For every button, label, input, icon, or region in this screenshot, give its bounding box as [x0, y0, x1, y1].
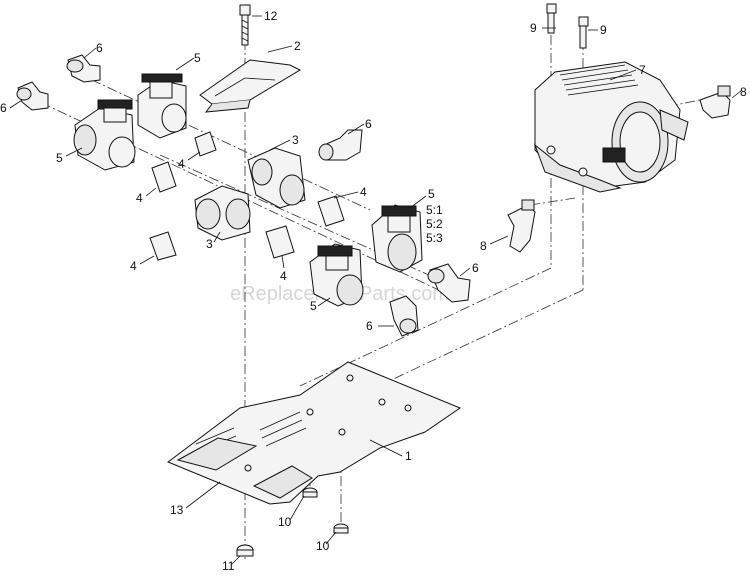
callout-3-upper: 3	[292, 133, 299, 147]
callout-9-right: 9	[600, 23, 607, 37]
callout-11: 11	[222, 559, 235, 573]
callout-labels: 12 2 9 9 7 8 6 5 6 5 3 6 4 4 4 5 5:1 5:2…	[0, 9, 747, 573]
bolt-9-left	[546, 3, 557, 34]
nut-11	[236, 544, 254, 557]
ball-valve-5-upper	[137, 73, 187, 139]
pump-7	[533, 61, 689, 193]
callout-12: 12	[264, 9, 278, 23]
nipple-4-b	[151, 161, 177, 193]
callout-4-b: 4	[136, 191, 143, 205]
callout-5-left: 5	[56, 151, 63, 165]
elbow-fitting-6-top	[66, 54, 101, 83]
nipple-4-d	[317, 195, 345, 227]
callout-4-c: 4	[130, 259, 137, 273]
callout-2: 2	[294, 39, 301, 53]
nipple-4-e	[265, 225, 295, 259]
elbow-fitting-6-lower-left	[389, 295, 419, 337]
callout-8-right: 8	[740, 85, 747, 99]
mounting-plate-1	[166, 361, 462, 505]
callout-13: 13	[170, 503, 184, 517]
bolt-12	[239, 4, 251, 46]
callout-7: 7	[639, 63, 646, 77]
nipple-4-a	[194, 131, 217, 157]
callout-6-top: 6	[96, 41, 103, 55]
callout-6-lower-left: 6	[366, 319, 373, 333]
callout-9-left: 9	[530, 21, 537, 35]
bolt-9-right	[578, 16, 589, 49]
callout-5-right: 5	[428, 187, 435, 201]
callout-4-d: 4	[360, 185, 367, 199]
callout-5-top: 5	[194, 51, 201, 65]
callout-5-1: 5:1	[426, 203, 443, 217]
callout-4-e: 4	[280, 269, 287, 283]
tee-3-upper	[247, 147, 306, 209]
callout-4-a: 4	[178, 157, 185, 171]
callout-6-middle: 6	[365, 117, 372, 131]
ball-valve-5-right	[371, 204, 423, 273]
elbow-fitting-6-middle	[318, 129, 363, 161]
callout-5-2: 5:2	[426, 217, 443, 231]
elbow-fitting-6-lower-right	[427, 263, 471, 303]
callout-5-middle: 5	[310, 299, 317, 313]
callout-3-lower: 3	[206, 237, 213, 251]
nut-10-b	[333, 523, 349, 534]
callout-8-middle: 8	[480, 239, 487, 253]
callout-1: 1	[405, 449, 412, 463]
bracket-2	[199, 59, 302, 113]
callout-leaders	[9, 15, 743, 565]
ball-valve-5-lower	[73, 99, 136, 171]
elbow-fitting-8-middle	[507, 199, 536, 253]
callout-6-lower-right: 6	[472, 261, 479, 275]
ball-valve-5-middle	[309, 243, 364, 307]
nut-10-a	[302, 487, 318, 498]
callout-5-3: 5:3	[426, 231, 443, 245]
nipple-4-c	[149, 231, 177, 261]
callout-10-b: 10	[316, 539, 330, 553]
decal-13	[176, 437, 313, 499]
callout-10-a: 10	[278, 515, 292, 529]
elbow-fitting-8-right	[699, 85, 731, 119]
callout-6-left: 6	[0, 101, 7, 115]
tee-3-lower	[194, 185, 251, 241]
elbow-fitting-6-left	[16, 81, 49, 111]
